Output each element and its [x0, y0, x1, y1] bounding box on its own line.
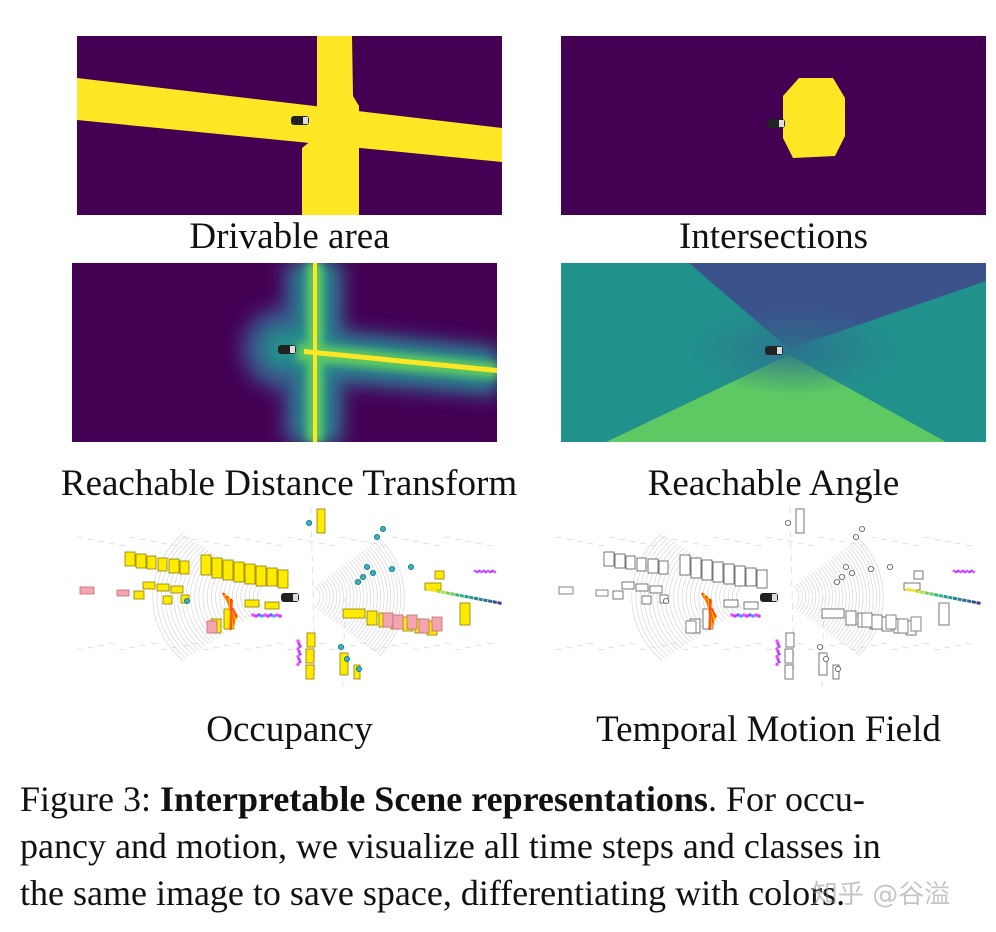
ego-car-icon	[278, 345, 296, 354]
intersections-label: Intersections	[678, 216, 869, 257]
occupancy-map	[77, 507, 502, 687]
caption-line-1: Figure 3: Interpretable Scene representa…	[20, 776, 980, 823]
drivable-area-svg	[77, 36, 502, 215]
intersections-svg	[561, 36, 986, 215]
temporal-motion-label: Temporal Motion Field	[596, 709, 941, 750]
temporal-motion-map	[556, 507, 981, 687]
ego-car-icon	[291, 116, 309, 125]
caption-bold-title: Interpretable Scene representations	[160, 779, 708, 819]
temporal-motion-svg	[556, 507, 981, 687]
caption-line1-rest: . For occu-	[707, 779, 865, 819]
occupancy-svg	[77, 507, 502, 687]
ego-car-icon	[281, 593, 299, 602]
reachable-distance-label: Reachable Distance Transform	[60, 463, 518, 504]
reachable-angle-svg	[561, 263, 986, 442]
reachable-distance-map	[72, 263, 497, 442]
ego-car-icon	[760, 593, 778, 602]
caption-line-3: the same image to save space, differenti…	[20, 873, 846, 913]
watermark: 知乎 @谷溢	[812, 880, 951, 910]
figure-caption: Figure 3: Interpretable Scene representa…	[20, 776, 980, 917]
occupancy-label: Occupancy	[206, 709, 373, 750]
drivable-area-label: Drivable area	[189, 216, 390, 257]
reachable-angle-label: Reachable Angle	[647, 463, 900, 504]
reachable-angle-map	[561, 263, 986, 442]
intersections-map	[561, 36, 986, 215]
reachable-distance-svg	[72, 263, 497, 442]
caption-prefix: Figure 3:	[20, 779, 160, 819]
drivable-area-map	[77, 36, 502, 215]
ego-car-icon	[765, 346, 783, 355]
ego-car-icon	[767, 119, 785, 128]
caption-line-2: pancy and motion, we visualize all time …	[20, 826, 881, 866]
